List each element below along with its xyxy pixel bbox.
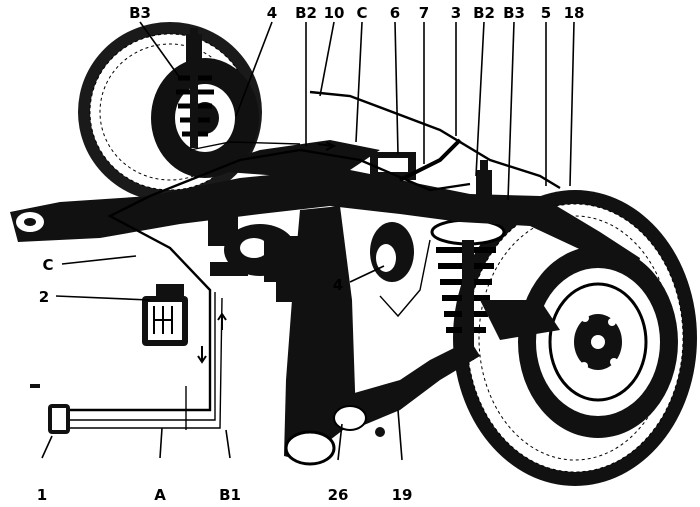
callout-mid-4: 4 [333, 276, 343, 294]
callout-top-3: B2 [295, 4, 317, 22]
rear-left-wheel [78, 22, 262, 202]
callout-top-9: B2 [473, 4, 495, 22]
callout-bottom-5: 19 [392, 486, 413, 504]
flow-arrows [197, 141, 337, 364]
brake-fitting [30, 384, 70, 434]
callout-bottom-1: 1 [37, 486, 47, 504]
callout-bottom-3: B1 [219, 486, 241, 504]
callout-labels: B3 4 B2 10 C 6 7 3 B2 B3 5 18 C 2 4 1 A … [37, 4, 585, 504]
leader-lines [41, 21, 575, 461]
callout-top-6: 6 [390, 4, 400, 22]
callout-top-4: 10 [324, 4, 345, 22]
front-right-wheel [453, 190, 697, 486]
brake-booster-unit [208, 210, 304, 302]
callout-left-2: 2 [39, 288, 49, 306]
fluid-reservoir [142, 284, 188, 346]
callout-top-8: 3 [451, 4, 461, 22]
callout-top-11: 5 [541, 4, 551, 22]
callout-top-1: B3 [129, 4, 151, 22]
callout-top-5: C [356, 4, 367, 22]
brake-lines [60, 90, 561, 430]
callout-top-12: 18 [564, 4, 585, 22]
callout-top-10: B3 [503, 4, 525, 22]
callout-bottom-4: 26 [328, 486, 349, 504]
cross-member [10, 140, 640, 276]
callout-bottom-2: A [154, 486, 166, 504]
callout-top-2: 4 [267, 4, 277, 22]
callout-left-c: C [42, 256, 53, 274]
rear-left-strut [176, 28, 214, 148]
callout-top-7: 7 [419, 4, 429, 22]
front-right-strut [430, 160, 560, 360]
